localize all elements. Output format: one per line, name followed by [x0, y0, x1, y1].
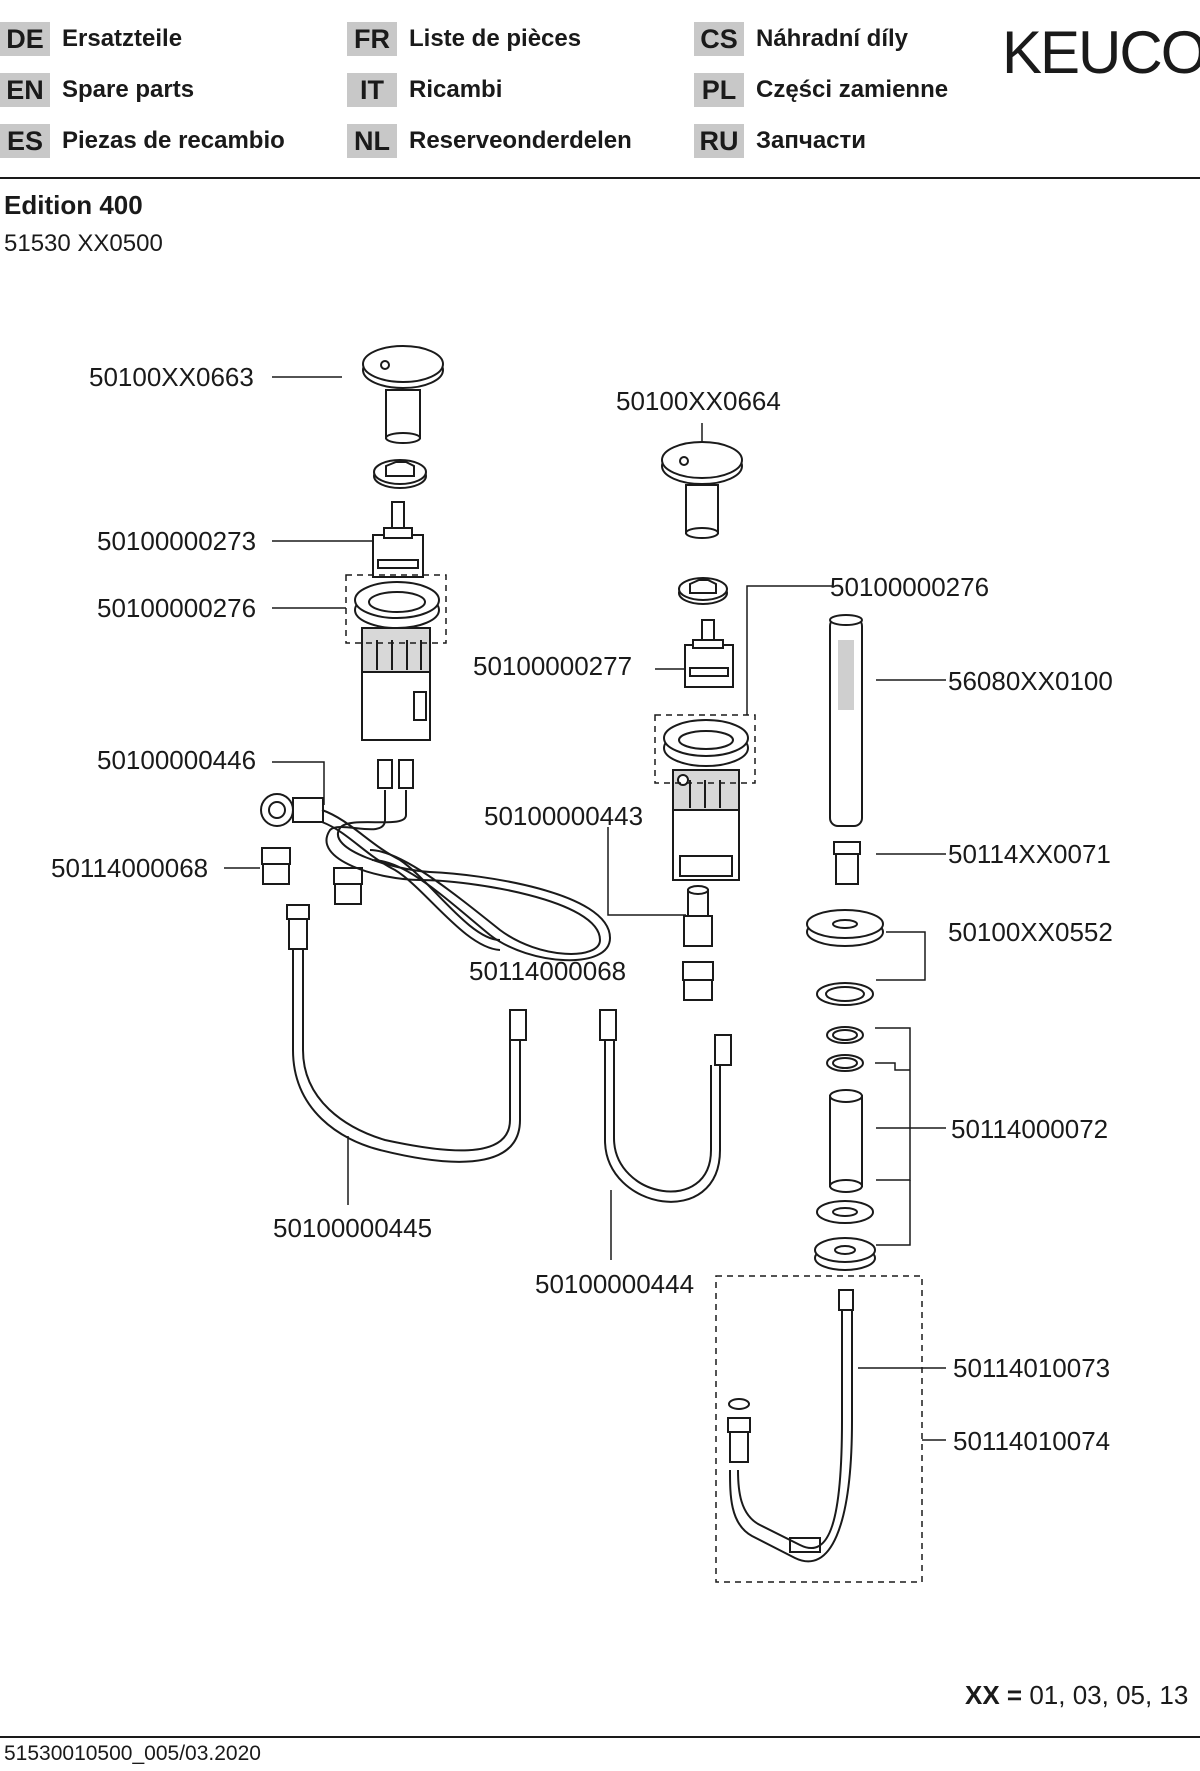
xx-key: XX = — [965, 1680, 1023, 1710]
lang-code: NL — [347, 124, 397, 158]
part-label: 50114XX0071 — [948, 839, 1111, 869]
document-code: 51530010500_005/03.2020 — [4, 1742, 261, 1765]
washer-4 — [816, 1200, 874, 1224]
lang-code: IT — [347, 73, 397, 107]
part-label: 50100000273 — [97, 526, 257, 556]
part-label: 56080XX0100 — [948, 666, 1113, 696]
washer-3 — [826, 1054, 864, 1072]
valve-body-middle — [663, 719, 749, 881]
shower-connector — [833, 841, 861, 885]
part-label: 50100XX0552 — [948, 917, 1113, 947]
knob-left — [362, 345, 444, 444]
lang-label: Spare parts — [62, 76, 195, 103]
dashed-box-left — [345, 574, 447, 644]
hand-shower — [829, 614, 863, 827]
lang-row-it: IT Ricambi — [347, 73, 502, 107]
nut-middle — [678, 577, 728, 605]
lang-code: PL — [694, 73, 744, 107]
washer-1 — [816, 982, 874, 1006]
part-label: 50114000072 — [951, 1114, 1109, 1144]
lang-row-pl: PL Części zamienne — [694, 73, 948, 107]
product-code: 51530 XX0500 — [4, 230, 163, 257]
part-label: 50100XX0663 — [89, 362, 254, 392]
escutcheon-ring — [806, 909, 884, 947]
footer-rule — [0, 1736, 1200, 1738]
valve-body-left — [354, 581, 440, 741]
lang-label: Ricambi — [409, 76, 503, 103]
lang-row-en: EN Spare parts — [0, 73, 194, 107]
knob-middle — [661, 441, 743, 539]
washer-5 — [814, 1237, 876, 1271]
header-rule — [0, 177, 1200, 179]
cartridge-middle — [684, 619, 734, 688]
adapter-middle — [683, 885, 713, 947]
lang-code: CS — [694, 22, 744, 56]
part-label: 50100000446 — [97, 745, 257, 775]
lang-code: EN — [0, 73, 50, 107]
lang-row-cs: CS Náhradní díly — [694, 22, 908, 56]
fitting-1 — [261, 847, 291, 885]
lang-code: DE — [0, 22, 50, 56]
lang-row-nl: NL Reserveonderdelen — [347, 124, 632, 158]
product-name: Edition 400 — [4, 190, 143, 220]
lang-row-fr: FR Liste de pièces — [347, 22, 581, 56]
part-label: 50100000444 — [535, 1269, 695, 1299]
fitting-middle — [682, 961, 714, 1001]
hose-left-long — [286, 904, 527, 1163]
shower-hose — [727, 1289, 854, 1563]
lang-row-de: DE Ersatzteile — [0, 22, 182, 56]
dashed-box-shower-hose — [715, 1275, 923, 1583]
lang-label: Liste de pièces — [409, 25, 582, 52]
fitting-2 — [333, 867, 363, 905]
part-label: 50114010073 — [953, 1353, 1111, 1383]
part-label: 50100000445 — [273, 1213, 433, 1243]
dashed-box-middle — [654, 714, 756, 784]
lang-label: Reserveonderdelen — [409, 127, 632, 154]
lang-label: Części zamienne — [756, 76, 949, 103]
hose-middle — [599, 1009, 732, 1203]
fitting-elbow — [260, 793, 324, 827]
part-label: 50100000276 — [97, 593, 257, 623]
part-label: 50114000068 — [469, 956, 627, 986]
part-label: 50100000277 — [473, 651, 633, 681]
cartridge-left — [372, 501, 424, 578]
lang-label: Запчасти — [756, 127, 867, 154]
part-label: 50100000276 — [830, 572, 990, 602]
lang-code: FR — [347, 22, 397, 56]
lang-label: Ersatzteile — [62, 25, 183, 52]
nut-left — [373, 459, 427, 489]
shower-sleeve — [829, 1089, 863, 1193]
part-label: 50100000443 — [484, 801, 644, 831]
part-label: 50114000068 — [51, 853, 209, 883]
lang-code: ES — [0, 124, 50, 158]
part-label: 50100XX0664 — [616, 386, 781, 416]
washer-2 — [826, 1026, 864, 1044]
lang-row-ru: RU Запчасти — [694, 124, 866, 158]
xx-legend: XX = 01, 03, 05, 13 — [965, 1680, 1188, 1711]
lang-label: Piezas de recambio — [62, 127, 285, 154]
keuco-logo: KEUCO — [1002, 19, 1200, 86]
lang-row-es: ES Piezas de recambio — [0, 124, 285, 158]
part-label: 50114010074 — [953, 1426, 1111, 1456]
lang-label: Náhradní díly — [756, 25, 909, 52]
hose-bundle — [321, 759, 612, 962]
lang-code: RU — [694, 124, 744, 158]
xx-values: 01, 03, 05, 13 — [1029, 1680, 1189, 1710]
